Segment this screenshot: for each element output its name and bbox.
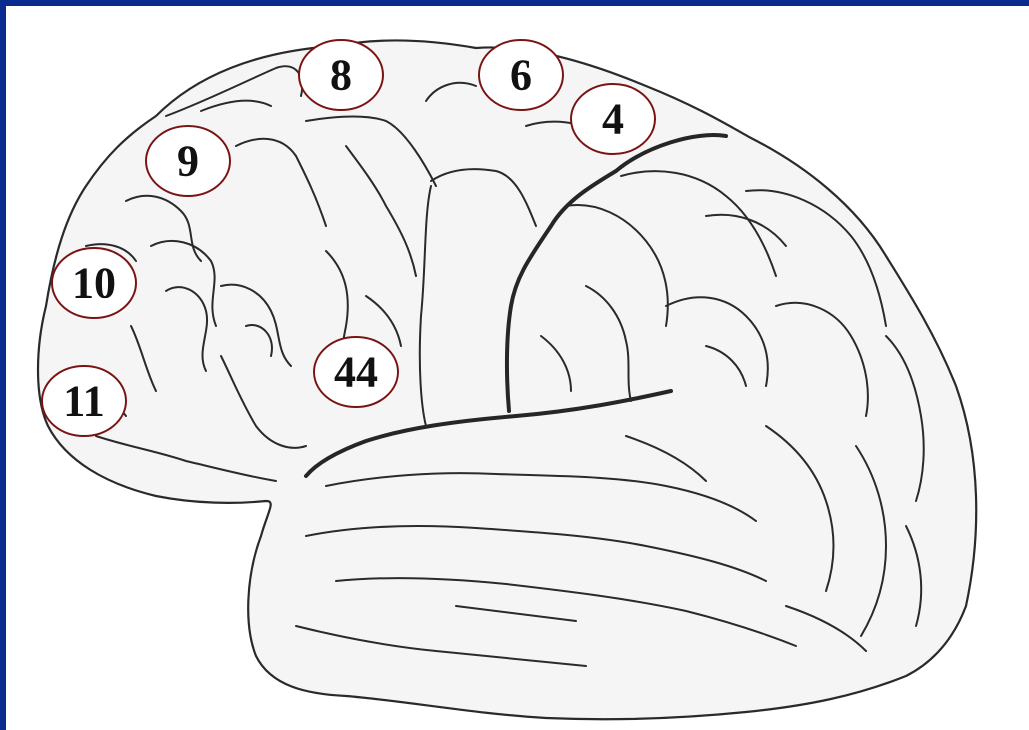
- area-label-10-text: 10: [72, 259, 116, 308]
- area-label-4-text: 4: [602, 95, 624, 144]
- area-label-44-text: 44: [334, 348, 378, 397]
- area-label-6: 6: [478, 39, 564, 111]
- central-sulcus: [504, 133, 728, 413]
- area-label-9: 9: [145, 125, 231, 197]
- diagram-canvas: 8 6 4 9 10 44 11: [6, 6, 1029, 730]
- lateral-fissure: [304, 389, 673, 478]
- area-label-44: 44: [313, 336, 399, 408]
- area-label-8-text: 8: [330, 51, 352, 100]
- area-label-6-text: 6: [510, 51, 532, 100]
- brain-diagram: 8 6 4 9 10 44 11: [36, 39, 978, 721]
- area-label-11-text: 11: [63, 377, 105, 426]
- area-label-4: 4: [570, 83, 656, 155]
- area-label-10: 10: [51, 247, 137, 319]
- area-label-11: 11: [41, 365, 127, 437]
- area-label-9-text: 9: [177, 137, 199, 186]
- area-label-8: 8: [298, 39, 384, 111]
